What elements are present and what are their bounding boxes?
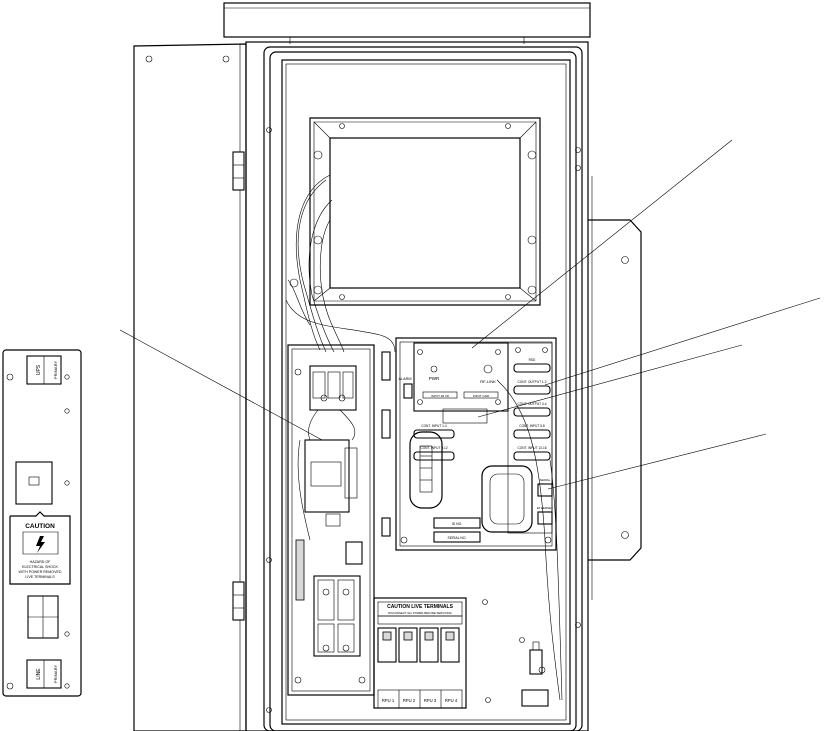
rpu-2-label: RPU 2: [403, 698, 416, 703]
switch-label-ups: UPS: [36, 364, 42, 375]
caution-line-1: HAZARD OF: [30, 560, 52, 564]
terminal-caution-subtitle: DISCONNECT ALL POWER BEFORE SERVICING: [388, 611, 452, 615]
side-panel-detail: [2, 349, 82, 697]
terminal-caution-title: CAUTION LIVE TERMINALS: [387, 604, 453, 610]
open-door: [133, 43, 247, 731]
leader-lines: [119, 139, 821, 490]
port-ethernet: ETHERNET: [537, 506, 553, 510]
input-b-label: INPUT GND: [473, 394, 490, 398]
port-cont-out-1-2: CONT. OUTPUT 1-2: [518, 380, 547, 384]
rpu-4-label: RPU 4: [445, 698, 458, 703]
power-rail: [287, 344, 391, 696]
port-cont-out-3-4: CONT. OUTPUT 3-4: [518, 402, 547, 406]
caution-line-4: LIVE TERMINALS: [25, 575, 55, 579]
pwr-label: PWR: [429, 376, 440, 381]
cabinet-body: [245, 41, 589, 731]
caution-line-2: ELECTRICAL SHOCK: [22, 565, 58, 569]
rpu-1-label: RPU 1: [382, 698, 395, 703]
controller-panel: [395, 337, 563, 701]
alarm-label: ALARM: [398, 377, 411, 381]
caution-line-3: WITH POWER REMOVED: [19, 570, 62, 574]
cable-bundle: [285, 174, 396, 353]
port-rsd: RSD: [529, 358, 536, 362]
side-flange: [588, 176, 642, 600]
port-cont-in-9-12: CONT. INPUT 9-12: [420, 446, 447, 450]
serial-label: SERIAL NO.: [448, 536, 467, 540]
rf-link-label: RF-LINK: [480, 379, 496, 384]
rpu-3-label: RPU 3: [424, 698, 437, 703]
switch-label-line: LINE: [36, 668, 42, 680]
port-cont-in-13-16: CONT. INPUT 13-16: [518, 446, 547, 450]
port-cont-in-1-4: CONT. INPUT 1-4: [421, 424, 447, 428]
id-label: ID NO.: [452, 522, 462, 526]
input-a-label: INPUT 48 VD: [431, 394, 450, 398]
switch-label-primary-2: PRIMARY: [53, 665, 58, 683]
port-cont-in-5-8: CONT. INPUT 5-8: [519, 424, 545, 428]
port-serial: SERIAL: [540, 478, 551, 482]
cabinet-roof: [223, 2, 591, 44]
switch-label-primary: PRIMARY: [53, 361, 58, 379]
terminal-block: [373, 597, 549, 709]
caution-title: CAUTION: [25, 523, 55, 530]
